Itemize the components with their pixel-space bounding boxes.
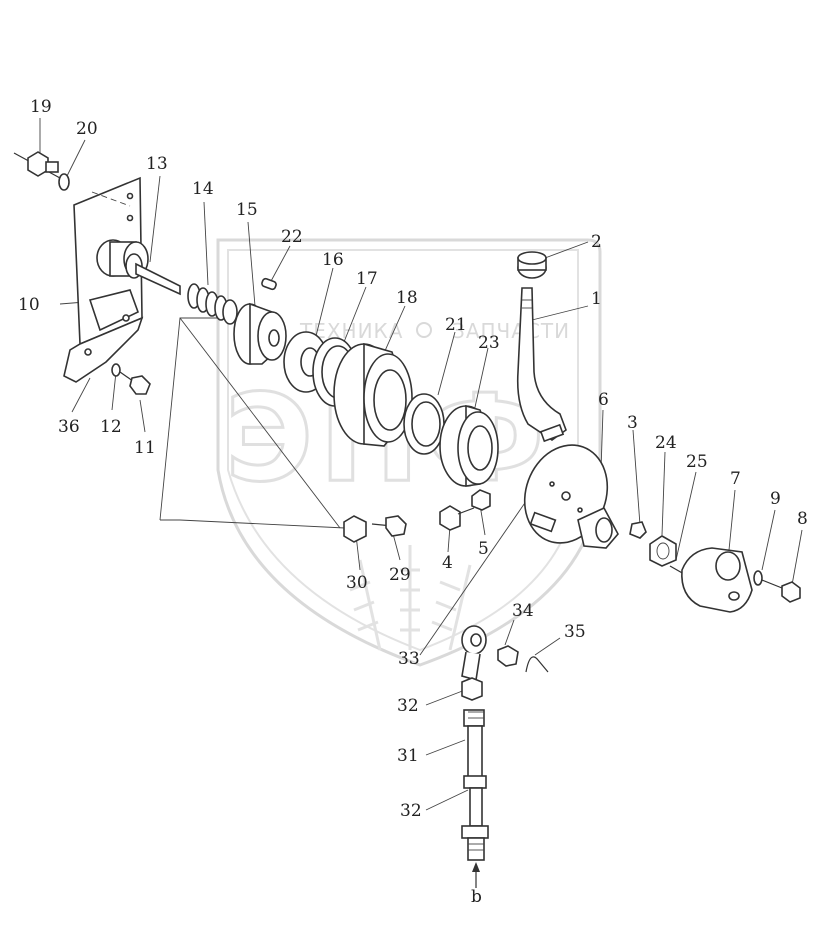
label-b: b <box>471 887 482 907</box>
label-20: 20 <box>76 119 98 139</box>
label-22: 22 <box>281 227 303 247</box>
label-3: 3 <box>627 413 638 433</box>
washer-20 <box>58 173 70 191</box>
label-7: 7 <box>730 469 741 489</box>
label-8: 8 <box>797 509 808 529</box>
label-29: 29 <box>389 565 411 585</box>
label-9: 9 <box>770 489 781 509</box>
label-18: 18 <box>396 288 418 308</box>
label-25: 25 <box>686 452 708 472</box>
rod-end-33 <box>461 625 487 682</box>
label-15: 15 <box>236 200 258 220</box>
bolt-29 <box>371 515 407 537</box>
label-6: 6 <box>598 390 609 410</box>
bolt-11 <box>119 371 151 395</box>
key-22 <box>261 277 277 291</box>
label-21: 21 <box>445 315 467 335</box>
label-12: 12 <box>100 417 122 437</box>
nut-34 <box>497 645 519 667</box>
cotter-pin-35 <box>525 656 549 673</box>
label-34: 34 <box>512 601 534 621</box>
bolt-13 <box>96 239 181 296</box>
label-5: 5 <box>478 539 489 559</box>
washer-9 <box>753 570 763 586</box>
lever-1 <box>516 287 567 443</box>
label-33: 33 <box>398 649 420 669</box>
callout-labels: 1 2 3 4 5 6 7 8 9 10 11 12 13 14 15 16 1… <box>18 97 808 907</box>
label-31: 31 <box>397 746 419 766</box>
cam-3 <box>577 506 647 549</box>
nut-32-top <box>461 677 483 701</box>
label-14: 14 <box>192 179 214 199</box>
washer-12 <box>111 363 121 377</box>
bracket-plate-10 <box>63 176 144 383</box>
nut-30 <box>343 515 367 543</box>
label-24: 24 <box>655 433 677 453</box>
bolt-4 <box>439 505 475 531</box>
label-19: 19 <box>30 97 52 117</box>
ring-21 <box>403 393 445 455</box>
label-4: 4 <box>442 553 453 573</box>
gear-icon <box>416 322 432 338</box>
wheat-icon <box>349 545 472 651</box>
watermark-brand-top2: ЗАПЧАСТИ <box>452 319 570 343</box>
label-1: 1 <box>591 289 602 309</box>
label-13: 13 <box>146 154 168 174</box>
label-17: 17 <box>356 269 378 289</box>
spring-14 <box>187 283 238 325</box>
cover-7 <box>681 547 753 613</box>
label-2: 2 <box>591 232 602 252</box>
label-35: 35 <box>564 622 586 642</box>
arrow-up-icon <box>472 862 480 888</box>
label-10: 10 <box>18 295 40 315</box>
rod-end-32-bottom <box>461 775 489 861</box>
rod-31 <box>463 709 485 779</box>
knob-2 <box>517 251 547 279</box>
label-32b: 32 <box>400 801 422 821</box>
bearing-23 <box>439 404 499 487</box>
hub-15 <box>233 302 287 365</box>
bolt-19 <box>13 151 61 179</box>
cup-18 <box>333 342 413 447</box>
bolt-8 <box>761 579 801 603</box>
nut-5 <box>471 489 491 511</box>
leader-lines <box>39 118 803 811</box>
label-32a: 32 <box>397 696 419 716</box>
nut-24 <box>649 535 677 567</box>
label-36: 36 <box>58 417 80 437</box>
label-16: 16 <box>322 250 344 270</box>
label-11: 11 <box>134 438 156 458</box>
label-23: 23 <box>478 333 500 353</box>
label-30: 30 <box>346 573 368 593</box>
